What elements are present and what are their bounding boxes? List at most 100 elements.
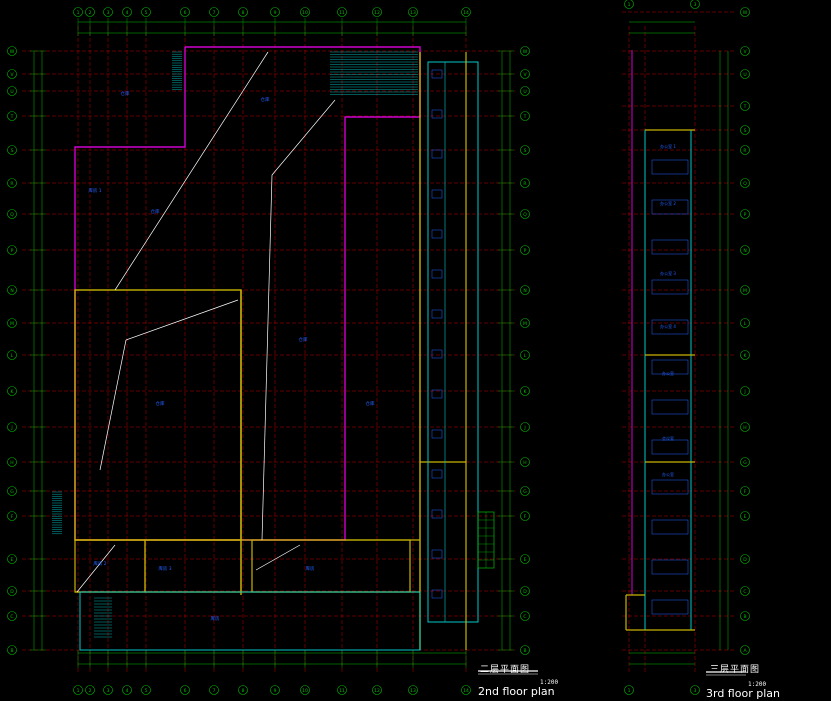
row-bubble-right-J-label: J xyxy=(523,425,525,431)
row-bubble-3f-E-label: E xyxy=(744,514,747,520)
service-room-11 xyxy=(431,509,443,519)
col-bubble-bottom-6-label: 6 xyxy=(184,688,187,694)
row-bubble-3f-N xyxy=(740,245,750,255)
room-3f-2 xyxy=(651,239,689,255)
row-bubble-3f-D-label: D xyxy=(743,557,747,563)
col-bubble-bottom-11 xyxy=(337,685,347,695)
col-bubble-bottom-5 xyxy=(141,685,151,695)
col-bubble-top-6-label: 6 xyxy=(184,10,187,16)
room-label-2f-2: 库房 1 xyxy=(88,187,101,194)
row-bubble-right-B-label: B xyxy=(523,648,526,654)
row-bubble-3f-M-label: M xyxy=(743,288,747,294)
row-bubble-right-C xyxy=(520,611,530,621)
col-bubble-bottom-4 xyxy=(122,685,132,695)
row-bubble-right-R-label: R xyxy=(523,181,526,187)
wall-warehouse-yellow-left xyxy=(74,289,242,541)
row-bubble-right-J xyxy=(520,422,530,432)
col-bubble-top-10 xyxy=(300,7,310,17)
path-line-6 xyxy=(76,544,116,593)
row-bubble-right-L xyxy=(520,350,530,360)
row-bubble-right-Q xyxy=(520,209,530,219)
row-bubble-right-N xyxy=(520,285,530,295)
plan-3rd-caption-en: 3rd floor plan xyxy=(706,682,780,701)
row-bubble-3f-B xyxy=(740,611,750,621)
room-label-2f-8: 库房 3 xyxy=(158,565,171,572)
row-bubble-right-E-label: E xyxy=(524,557,527,563)
row-bubble-3f-R xyxy=(740,145,750,155)
row-bubble-right-N-label: N xyxy=(523,288,526,294)
row-bubble-left-D-label: D xyxy=(10,589,14,595)
service-room-12 xyxy=(431,549,443,559)
col-bubble-bottom-12 xyxy=(372,685,382,695)
row-bubble-3f-M xyxy=(740,285,750,295)
plan-2nd-title-en: 2nd floor plan xyxy=(478,685,555,698)
col-bubble-top-9-label: 9 xyxy=(274,10,277,16)
room-3f-7 xyxy=(651,439,689,455)
room-label-3f-2: 办公室 3 xyxy=(660,270,676,276)
col-bubble-top-8 xyxy=(238,7,248,17)
row-bubble-left-V xyxy=(7,69,17,79)
col-bubble-top-1-label: 1 xyxy=(77,10,80,16)
row-bubble-left-Q xyxy=(7,209,17,219)
plan-3rd-caption: 三层平面图 xyxy=(710,662,760,675)
wall-outlines xyxy=(74,46,695,651)
col-bubble-bottom-3-label: 3 xyxy=(107,688,110,694)
row-bubble-left-L xyxy=(7,350,17,360)
row-bubble-right-T-label: T xyxy=(523,114,527,120)
room-3f-8 xyxy=(651,479,689,495)
row-bubble-left-U-label: U xyxy=(10,89,13,95)
row-bubble-right-F xyxy=(520,511,530,521)
row-bubble-left-W xyxy=(7,46,17,56)
col-bubble-top-2 xyxy=(85,7,95,17)
row-bubble-left-G xyxy=(7,486,17,496)
row-bubble-right-Q-label: Q xyxy=(523,212,527,218)
room-3f-1 xyxy=(651,199,689,215)
row-bubble-left-H-label: H xyxy=(10,460,13,466)
plan-2nd-scale: 1:200 xyxy=(540,669,558,688)
col-bubble-top-9 xyxy=(270,7,280,17)
row-bubble-right-S xyxy=(520,145,530,155)
col-bubble-bottom-9 xyxy=(270,685,280,695)
row-bubble-3f-W-label: W xyxy=(743,10,748,16)
row-bubble-left-N-label: N xyxy=(10,288,13,294)
plan-2nd-scale-text: 1:200 xyxy=(540,679,559,686)
row-bubble-3f-A xyxy=(740,645,750,655)
row-bubble-3f-R-label: R xyxy=(743,148,746,154)
col-bubble-top-14-label: 14 xyxy=(463,10,469,16)
row-bubble-right-P-label: P xyxy=(524,248,527,254)
row-bubble-left-J xyxy=(7,422,17,432)
col-bubble-bottom-9-label: 9 xyxy=(274,688,277,694)
room-3f-3 xyxy=(651,279,689,295)
row-bubble-right-M xyxy=(520,318,530,328)
row-bubble-right-E xyxy=(520,554,530,564)
service-room-6 xyxy=(431,309,443,319)
row-bubble-left-S xyxy=(7,145,17,155)
col-bubble-top-14 xyxy=(461,7,471,17)
path-line-2 xyxy=(271,99,336,176)
row-bubble-3f-F-label: F xyxy=(744,489,747,495)
plan-2nd-caption: 二层平面图 xyxy=(480,662,530,675)
service-room-7 xyxy=(431,349,443,359)
row-bubble-right-W xyxy=(520,46,530,56)
row-bubble-3f-J xyxy=(740,386,750,396)
row-bubble-left-M xyxy=(7,318,17,328)
col-bubble-top-7-label: 7 xyxy=(213,10,216,16)
col-bubble-top-3 xyxy=(103,7,113,17)
room-3f-9 xyxy=(651,519,689,535)
room-label-2f-4: 仓库 xyxy=(299,336,308,343)
col-bubble-bottom-8 xyxy=(238,685,248,695)
col-bubble-bottom-13 xyxy=(408,685,418,695)
row-bubble-right-D-label: D xyxy=(523,589,527,595)
room-label-2f-0: 仓库 xyxy=(121,90,130,97)
col-bubble-bottom-5-label: 5 xyxy=(145,688,148,694)
col-bubble-bottom-2 xyxy=(85,685,95,695)
row-bubble-3f-Q xyxy=(740,178,750,188)
plan-2nd-caption-en: 2nd floor plan xyxy=(478,680,555,699)
path-line-7 xyxy=(255,544,301,571)
row-bubble-3f-K-label: K xyxy=(744,353,748,359)
col-bubble-top-4 xyxy=(122,7,132,17)
row-bubble-3f-D xyxy=(740,554,750,564)
col-bubble-bottom-13-label: 13 xyxy=(410,688,416,694)
row-bubble-left-F-label: F xyxy=(11,514,14,520)
